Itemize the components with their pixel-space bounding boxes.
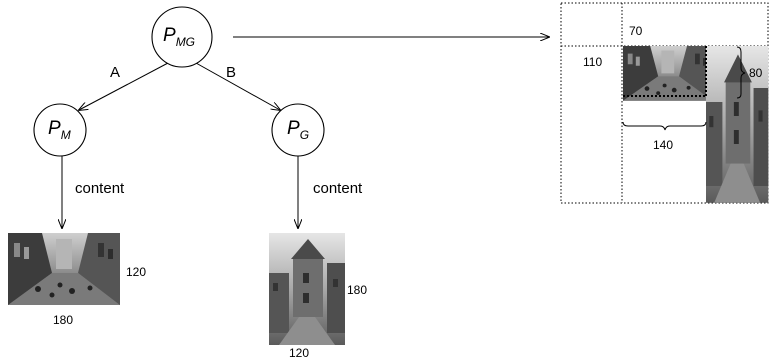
composite-panel: 70 110 80 140 (560, 2, 769, 204)
edge-label-b: B (226, 64, 236, 81)
composite-street-image (623, 46, 713, 101)
street-width-label: 180 (53, 313, 73, 327)
tower-width-label: 120 (289, 346, 309, 360)
tower-image (269, 233, 345, 345)
composite-background (560, 2, 769, 204)
composite-left-label: 110 (583, 55, 602, 69)
node-pmg-label: PMG (163, 25, 195, 49)
street-height-label: 120 (126, 265, 146, 279)
node-pm-label: PM (48, 118, 71, 142)
node-pg: PG (271, 103, 325, 157)
composite-top-label: 70 (629, 24, 643, 38)
edge-root-to-g (195, 62, 280, 110)
content-label-left: content (75, 180, 125, 197)
tower-height-label: 180 (347, 283, 367, 297)
composite-brace-bottom-label: 140 (653, 138, 673, 152)
edge-root-to-m (79, 62, 169, 110)
node-pmg: PMG (151, 6, 213, 68)
node-pm: PM (33, 103, 87, 157)
brace-bottom (622, 121, 707, 131)
node-pg-label: PG (287, 118, 309, 142)
brace-right (736, 46, 746, 99)
street-image (8, 233, 120, 305)
composite-brace-right-label: 80 (749, 66, 763, 80)
content-label-right: content (313, 180, 363, 197)
edge-label-a: A (110, 64, 120, 81)
